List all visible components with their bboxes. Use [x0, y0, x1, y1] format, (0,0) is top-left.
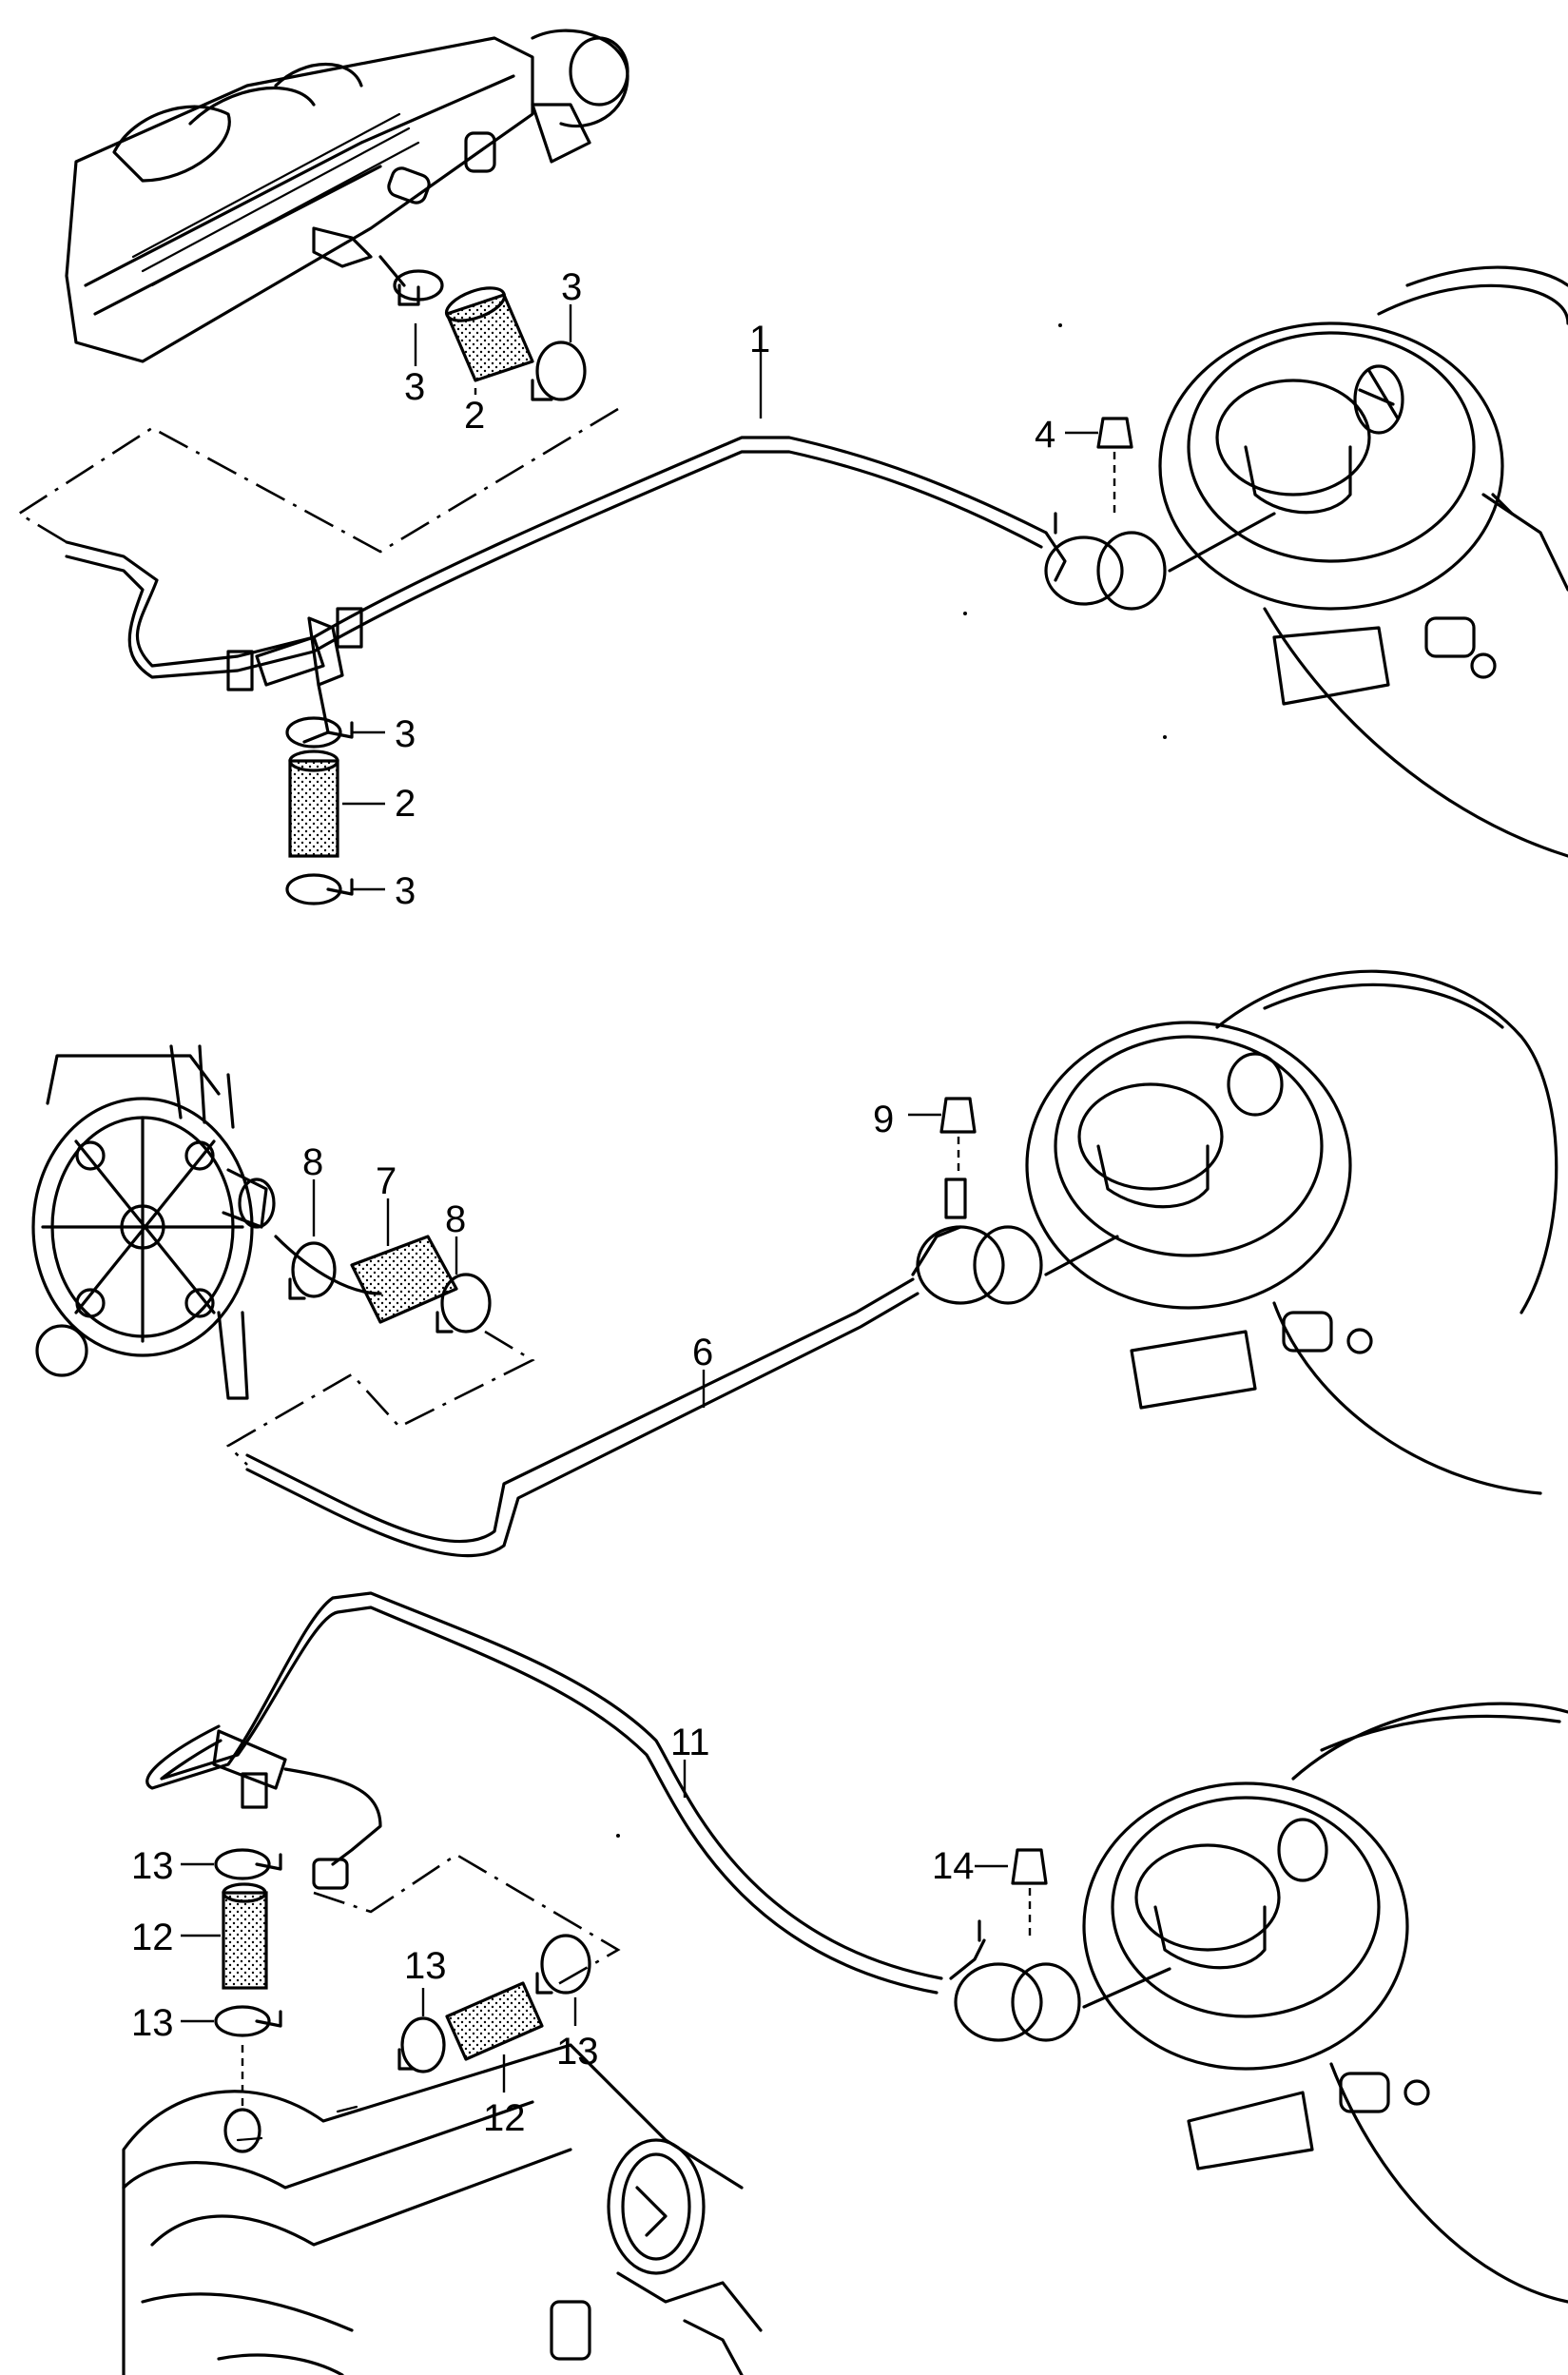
vacuum-line-11-inner: [160, 1606, 939, 1995]
vacuum-line-11: [145, 1591, 943, 1980]
hose-12b: [445, 1981, 544, 2061]
callout-9: 9: [873, 1099, 894, 1140]
check-valve-top: [1044, 512, 1167, 611]
callout-12b: 12: [483, 2097, 526, 2139]
callout-1: 1: [749, 319, 770, 360]
vacuum-line-6: [245, 1277, 915, 1544]
callout-3c: 3: [395, 713, 416, 755]
vacuum-pump-middle: [31, 1044, 382, 1400]
tee-fitting-top: [226, 607, 363, 744]
hose-2b: [288, 749, 339, 858]
cap-9: [939, 1097, 977, 1175]
callout-13b: 13: [131, 2002, 174, 2044]
callout-12a: 12: [131, 1917, 174, 1958]
callout-6: 6: [692, 1332, 713, 1373]
hose-2a: [444, 286, 534, 382]
callout-3d: 3: [395, 870, 416, 912]
dashdot-guide-top: [16, 407, 619, 554]
vacuum-line-1: [65, 436, 1048, 668]
callout-7: 7: [376, 1160, 397, 1202]
brake-booster-top: [1158, 265, 1568, 858]
tee-fitting-bottom: [212, 1729, 382, 1890]
cap-4: [1096, 417, 1133, 514]
clamp-13b: [214, 2005, 282, 2037]
dashdot-guide-middle: [225, 1330, 535, 1466]
check-valve-bottom: [949, 1919, 1081, 2042]
callout-3a: 3: [404, 366, 425, 408]
hose-clamp-3b: [531, 341, 587, 401]
callout-8b: 8: [445, 1198, 466, 1240]
clamp-13d: [535, 1934, 591, 1995]
clamp-3c: [285, 716, 354, 749]
dashdot-guide-bottom: [313, 1853, 621, 1990]
callout-4: 4: [1035, 414, 1055, 456]
callout-13a: 13: [131, 1845, 174, 1887]
hose-12a: [222, 1882, 268, 1990]
hose-clamp-3a: [393, 269, 444, 306]
callout-8a: 8: [302, 1141, 323, 1183]
clamp-3d: [285, 873, 354, 905]
vacuum-line-1-inner: [65, 450, 1043, 679]
check-valve-middle: [911, 1178, 1043, 1305]
clamp-13c: [397, 2016, 446, 2073]
callout-13d: 13: [556, 2031, 599, 2073]
callout-13c: 13: [404, 1945, 447, 1987]
brake-booster-bottom: [1082, 1702, 1568, 2304]
clamp-8a: [288, 1241, 337, 1300]
callout-3b: 3: [561, 266, 582, 308]
intake-manifold-bottom: [122, 2043, 763, 2375]
hose-7: [350, 1235, 458, 1324]
clamp-8b: [436, 1273, 492, 1334]
cap-14: [1011, 1848, 1048, 1940]
clamp-13a: [214, 1848, 282, 1880]
intake-manifold-top: [65, 29, 629, 363]
callout-2a: 2: [464, 395, 485, 437]
callout-2b: 2: [395, 783, 416, 825]
brake-booster-middle: [1025, 969, 1558, 1495]
vacuum-line-6-inner: [245, 1292, 920, 1558]
callout-14: 14: [932, 1845, 975, 1887]
callout-11: 11: [670, 1722, 710, 1763]
